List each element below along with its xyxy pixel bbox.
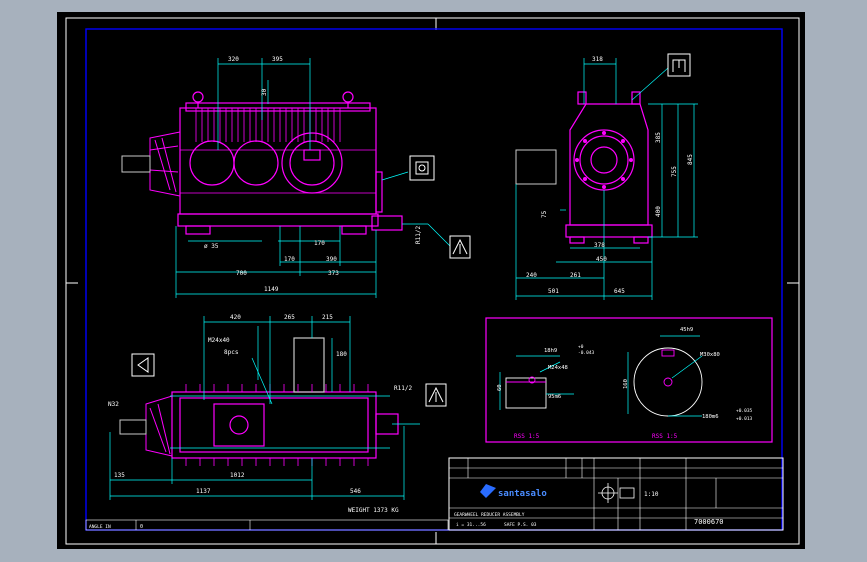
- plan-dim-215: 215: [322, 314, 333, 321]
- sheet-frame: [65, 17, 800, 545]
- dim-bottom-373: 373: [328, 270, 339, 277]
- detail-dim-keyway-right: 45h9: [680, 327, 693, 333]
- gearbox-body-front: [177, 91, 403, 235]
- dim-bottom-170a: 170: [314, 240, 325, 247]
- drain-symbol-box: [449, 235, 471, 259]
- plan-dim-1137: 1137: [196, 488, 211, 495]
- front-dimension-labels: 320 395 30 ø 35 170 170 390 700 373 1149…: [204, 56, 422, 293]
- title-block: santasalo 1:10 7000670 GEARWHEEL REDUCER…: [448, 457, 784, 531]
- detail-dim-height-right: 160: [623, 379, 629, 389]
- bottom-strip-left: ANGLE IN: [89, 524, 111, 530]
- side-dimension-labels: 318 385 755 845 400 75 378 450 240 261 5…: [526, 56, 694, 295]
- detail-tol-3: +0.035: [736, 408, 753, 414]
- bottom-strip-mark: 0: [140, 524, 143, 530]
- plan-callout-count: 8pcs: [224, 349, 239, 356]
- side-dim-top: 318: [592, 56, 603, 63]
- dim-bottom-700: 700: [236, 270, 247, 277]
- detail-label-left: RSS 1:5: [514, 433, 540, 440]
- side-dim-400: 400: [655, 206, 662, 217]
- dim-bottom-390: 390: [326, 256, 337, 263]
- detail-panel-frame: [485, 317, 773, 443]
- plan-dimension-lines: [109, 316, 420, 500]
- side-dim-645: 645: [614, 288, 625, 295]
- dim-side: 30: [261, 88, 268, 96]
- plan-dim-135: 135: [114, 472, 125, 479]
- plan-dimension-labels: 420 265 215 180 M24x40 8pcs N32 R11/2 13…: [108, 314, 412, 514]
- dim-bottom-1149: 1149: [264, 286, 279, 293]
- dim-top-1: 320: [228, 56, 239, 63]
- detail-tol-4: +0.013: [736, 416, 753, 422]
- detail-left-shaft: [505, 376, 547, 409]
- title-block-frame: [448, 457, 784, 531]
- model-space: [57, 12, 805, 549]
- detail-dia-right: 180m6: [702, 414, 719, 420]
- dim-bottom-170b: 170: [284, 256, 295, 263]
- detail-tol-1: +0: [578, 344, 584, 350]
- plan-callout: M24x40: [208, 337, 230, 344]
- detail-label-right: RSS 1:5: [652, 433, 678, 440]
- side-dim-501: 501: [548, 288, 559, 295]
- side-dim-240: 240: [526, 272, 537, 279]
- title-block-logo: santasalo: [480, 484, 547, 499]
- detail-dia-left: 95m6: [548, 394, 561, 400]
- input-coupling-front: [149, 131, 181, 197]
- oil-label: R11/2: [415, 226, 422, 244]
- motor-side: [515, 149, 557, 185]
- side-dim-385: 385: [655, 132, 662, 143]
- plan-dim-1012: 1012: [230, 472, 245, 479]
- logo-text: santasalo: [498, 489, 547, 499]
- plan-dim-265: 265: [284, 314, 295, 321]
- gearbox-body-plan: [171, 337, 399, 466]
- side-dim-75: 75: [541, 210, 548, 218]
- title-scale: 1:10: [644, 491, 659, 498]
- frame-ticks: [66, 18, 799, 544]
- plan-dim-546: 546: [350, 488, 361, 495]
- title-drawing-number: 7000670: [694, 518, 724, 526]
- front-dimension-lines: [175, 58, 451, 298]
- side-view: 318 385 755 845 400 75 378 450 240 261 5…: [515, 53, 698, 300]
- plan-right-label: R11/2: [394, 385, 412, 392]
- input-coupling-plan: [145, 395, 173, 457]
- detail-thread-right: M30x80: [700, 352, 720, 358]
- detail-dimension-lines: [499, 335, 703, 417]
- projection-symbol: [598, 483, 635, 503]
- detail-dim-height-left: 60: [497, 384, 503, 391]
- side-dim-378: 378: [594, 242, 605, 249]
- detail-panel: 18h9 60 M24x48 95m6 45h9 M30x80 160 180m…: [485, 317, 773, 443]
- plan-view: 420 265 215 180 M24x40 8pcs N32 R11/2 13…: [108, 314, 447, 514]
- title-row1: GEARWHEEL REDUCER ASSEMBLY: [454, 512, 525, 518]
- front-view: 320 395 30 ø 35 170 170 390 700 373 1149…: [121, 56, 471, 298]
- side-dim-450: 450: [596, 256, 607, 263]
- plan-weight: WEIGHT 1373 KG: [348, 507, 399, 514]
- detail-tol-2: -0.043: [578, 350, 595, 356]
- plan-left-label: N32: [108, 401, 119, 408]
- input-shaft-plan: [119, 419, 147, 435]
- side-dim-755: 755: [671, 166, 678, 177]
- detail-thread-left: M24x48: [548, 365, 568, 371]
- plan-drain-symbol-box: [425, 383, 447, 407]
- side-dimension-lines: [515, 58, 698, 300]
- plan-dim-420: 420: [230, 314, 241, 321]
- dim-top-2: 395: [272, 56, 283, 63]
- vent-symbol-box: [667, 53, 691, 77]
- plan-dim-shaft: 180: [336, 351, 347, 358]
- title-row2: i = 31...56: [456, 522, 486, 528]
- detail-dim-keyway-left: 18h9: [544, 348, 557, 354]
- rotation-symbol-box: [131, 353, 155, 377]
- detail-labels: 18h9 60 M24x48 95m6 45h9 M30x80 160 180m…: [497, 327, 753, 440]
- input-shaft-front: [121, 155, 151, 173]
- side-dim-845: 845: [687, 154, 694, 165]
- fill-symbol-box: [409, 155, 435, 181]
- dim-shaft-dia: ø 35: [204, 243, 219, 250]
- bottom-strip: ANGLE IN 0: [85, 519, 449, 531]
- title-row3: SAFE P.S. 03: [504, 522, 537, 528]
- side-dim-261: 261: [570, 272, 581, 279]
